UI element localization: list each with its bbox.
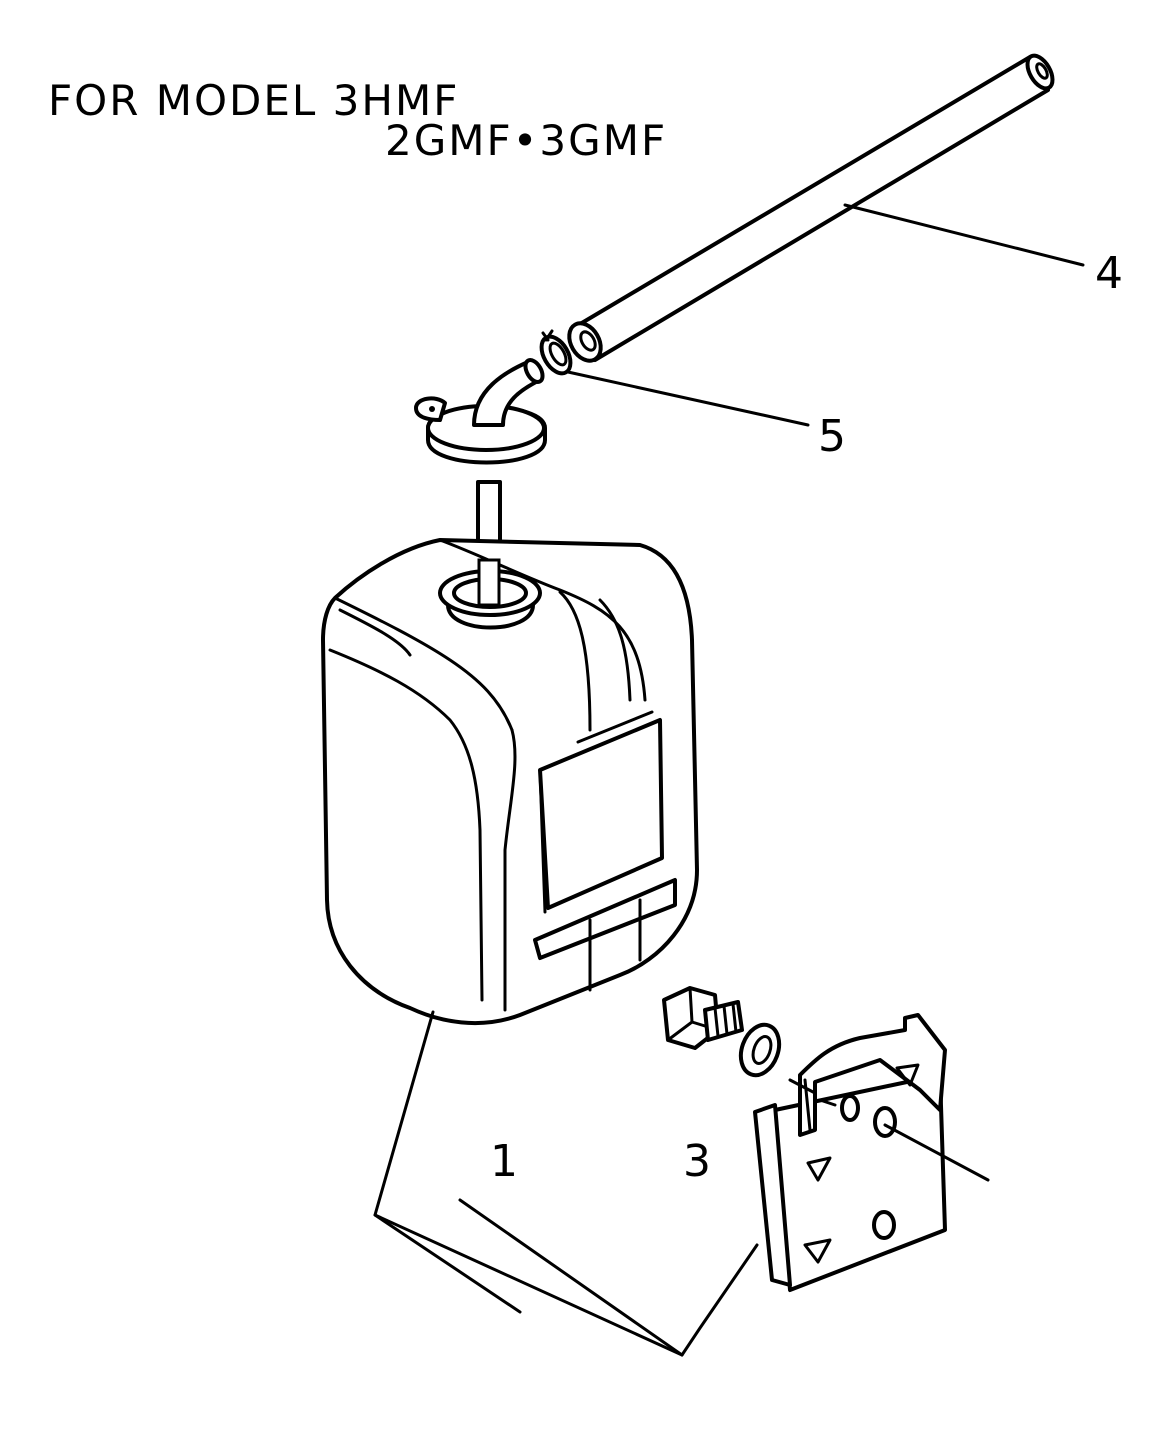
bracket-part	[753, 1013, 947, 1292]
callout-tank: 1	[490, 1136, 518, 1187]
leader-hose	[843, 203, 1085, 267]
model-title-line2: 2GMF•3GMF	[385, 116, 668, 165]
leader-lines	[373, 203, 1085, 1357]
leader-tank	[373, 1010, 684, 1357]
callout-bracket: 3	[683, 1136, 711, 1187]
leader-bracket	[680, 1243, 759, 1357]
model-title-line1: FOR MODEL 3HMF	[48, 76, 460, 125]
callout-clip: 5	[818, 411, 846, 462]
callout-hose: 4	[1095, 248, 1123, 299]
tank-part	[321, 538, 699, 1026]
hose-part	[567, 53, 1055, 363]
bolt-and-washer	[662, 986, 782, 1078]
leader-clip	[566, 370, 810, 427]
leader-bracket-hole	[883, 1123, 990, 1182]
hose-clip-part	[539, 329, 573, 376]
